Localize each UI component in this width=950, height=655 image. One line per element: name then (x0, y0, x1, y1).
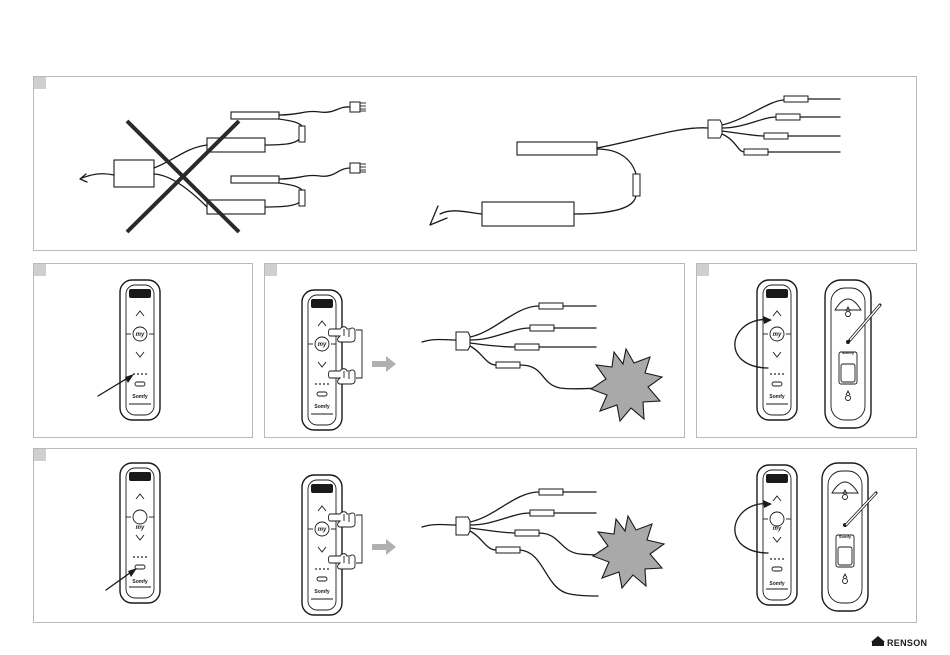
brand-label: Somfy (314, 589, 330, 595)
brand-label: Somfy (132, 394, 148, 400)
remote-control: my Somfy (757, 280, 797, 420)
brand-label: Somfy (314, 404, 330, 410)
step-marker (34, 449, 46, 461)
renson-logo-icon (871, 636, 885, 646)
step-marker (265, 264, 277, 276)
brand-label: Somfy (132, 579, 148, 585)
panel-wiring-overview (34, 77, 917, 251)
my-button-label: my (136, 332, 145, 338)
my-button-label: my (773, 332, 782, 338)
remote-control: my Somfy (120, 463, 160, 603)
step-marker (697, 264, 709, 276)
logo-text: RENSON (887, 638, 927, 648)
my-button-label: my (773, 526, 782, 532)
brand-label: Somfy (769, 581, 785, 587)
my-button-label: my (318, 342, 327, 348)
panel-remote-channel: my Somfy (34, 264, 253, 438)
remote-control: my Somfy (302, 290, 342, 430)
panel-remote-back: my Somfy Somfy (697, 264, 917, 438)
step-marker (34, 77, 46, 89)
remote-control: my Somfy (120, 280, 160, 420)
my-button-label: my (136, 525, 145, 531)
brand-label: Somfy (842, 350, 855, 355)
my-button-label: my (318, 527, 327, 533)
remote-control: my Somfy (302, 475, 342, 615)
panel-pairing-second: my Somfy my Somfy (34, 449, 917, 623)
remote-control: my Somfy (757, 465, 797, 605)
panel-pairing-press: my Somfy (265, 264, 685, 438)
brand-label: Somfy (769, 394, 785, 400)
renson-logo: RENSON (871, 636, 927, 648)
step-marker (34, 264, 46, 276)
brand-label: Somfy (839, 534, 852, 539)
